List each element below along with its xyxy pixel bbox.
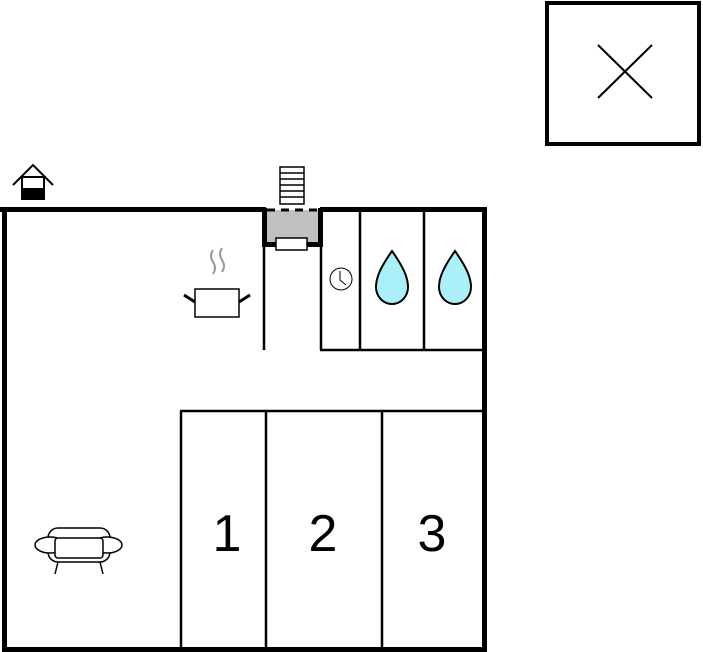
- water-drop-icon: [374, 249, 410, 305]
- outdoor-area-box: [545, 1, 701, 146]
- cooking-pot-icon: [183, 247, 251, 318]
- stairs-icon: [279, 166, 305, 205]
- entry-hall: [262, 208, 323, 251]
- bedroom-1-label: 1: [213, 505, 242, 563]
- bedroom-2-label: 2: [309, 505, 338, 563]
- house-entrance-icon: [12, 163, 54, 200]
- interior-walls: [179, 210, 484, 650]
- water-drop-icon: [437, 249, 473, 305]
- clock-icon: [329, 267, 353, 291]
- sofa-icon: [34, 527, 123, 575]
- outer-walls: [0, 207, 487, 652]
- close-icon: [597, 44, 653, 99]
- bedroom-3-label: 3: [418, 505, 447, 563]
- door-mat: [275, 237, 308, 251]
